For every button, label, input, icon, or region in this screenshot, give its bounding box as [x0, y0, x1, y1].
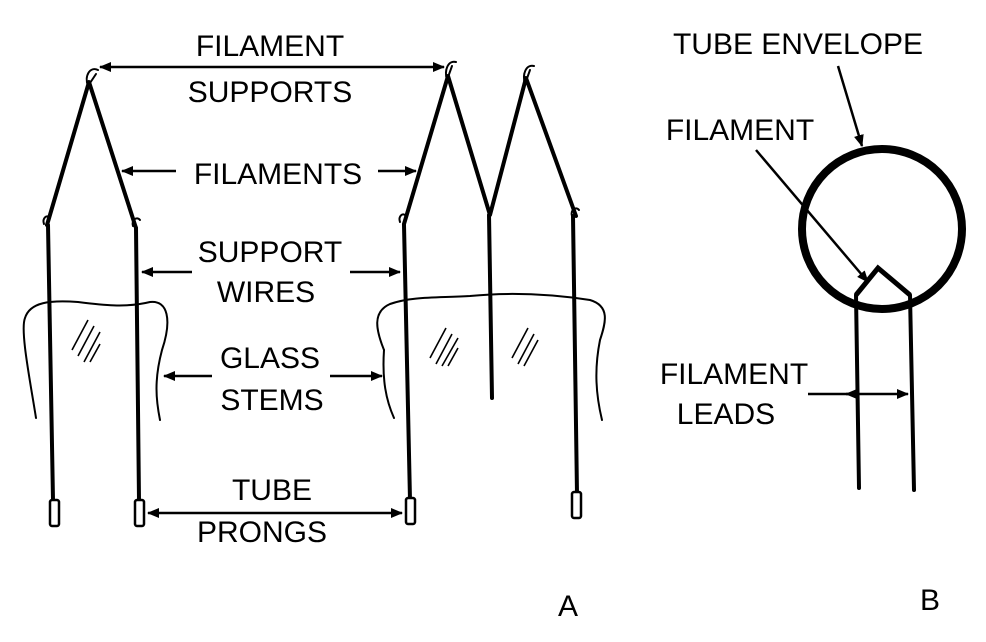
part-label-b: B — [920, 584, 940, 617]
right-support-wire-2 — [571, 214, 579, 496]
label-support-wires: SUPPORT WIRES — [141, 236, 401, 309]
filament-lead-1 — [854, 293, 861, 490]
tube-envelope-arrow — [836, 65, 864, 147]
right-support-wire-1 — [402, 223, 412, 502]
right-support-tip-1 — [398, 213, 407, 223]
filament-lead-2 — [908, 293, 916, 492]
left-filament-wire — [45, 80, 138, 230]
right-filament-wire — [402, 74, 578, 226]
tube-prongs-line-2: PRONGS — [197, 516, 327, 549]
filament-supports-line-2: SUPPORTS — [188, 76, 353, 109]
glass-stems-line-2: STEMS — [220, 384, 323, 417]
left-support-tip-2 — [131, 217, 141, 227]
left-tube-prong-2 — [133, 498, 146, 528]
left-tube-prong-1 — [48, 498, 61, 528]
right-glass-stem — [376, 292, 606, 421]
part-label-a: A — [558, 590, 578, 623]
tube-envelope-circle — [798, 145, 966, 313]
right-tube — [376, 60, 606, 526]
left-support-wire-2 — [134, 226, 141, 502]
support-wires-line-2: WIRES — [217, 276, 315, 309]
label-tube-prongs: TUBE PRONGS — [147, 474, 403, 549]
tube-prongs-line-1: TUBE — [232, 474, 312, 507]
filaments-text: FILAMENTS — [194, 158, 362, 191]
filament-text: FILAMENT — [666, 114, 814, 147]
left-glass-hatch — [71, 319, 101, 363]
left-glass-stem — [22, 300, 169, 421]
label-glass-stems: GLASS STEMS — [163, 342, 383, 417]
right-tube-prong-2 — [570, 490, 583, 520]
glass-stems-line-1: GLASS — [220, 342, 320, 375]
right-glass-stem-left-edge — [382, 349, 395, 419]
support-wires-line-1: SUPPORT — [198, 236, 342, 269]
tube-cross-section: TUBE ENVELOPE FILAMENT FILAMENT LEADS — [660, 28, 966, 492]
label-filament-supports: FILAMENT SUPPORTS — [99, 30, 445, 109]
filament-leads-line-2: LEADS — [677, 398, 775, 431]
left-support-tip-1 — [42, 215, 51, 225]
right-tube-prong-1 — [404, 496, 417, 526]
right-glass-hatch-2 — [511, 327, 539, 367]
filament-arrow — [755, 149, 869, 283]
left-support-wire-1 — [46, 223, 55, 502]
left-tube — [22, 68, 169, 528]
right-glass-hatch-1 — [429, 327, 459, 367]
filament-triangle — [854, 264, 912, 297]
filament-supports-line-1: FILAMENT — [196, 30, 344, 63]
right-support-wire-center — [487, 213, 494, 400]
label-filaments: FILAMENTS — [121, 158, 417, 191]
filament-leads-line-1: FILAMENT — [660, 358, 808, 391]
tube-envelope-text: TUBE ENVELOPE — [673, 28, 923, 61]
